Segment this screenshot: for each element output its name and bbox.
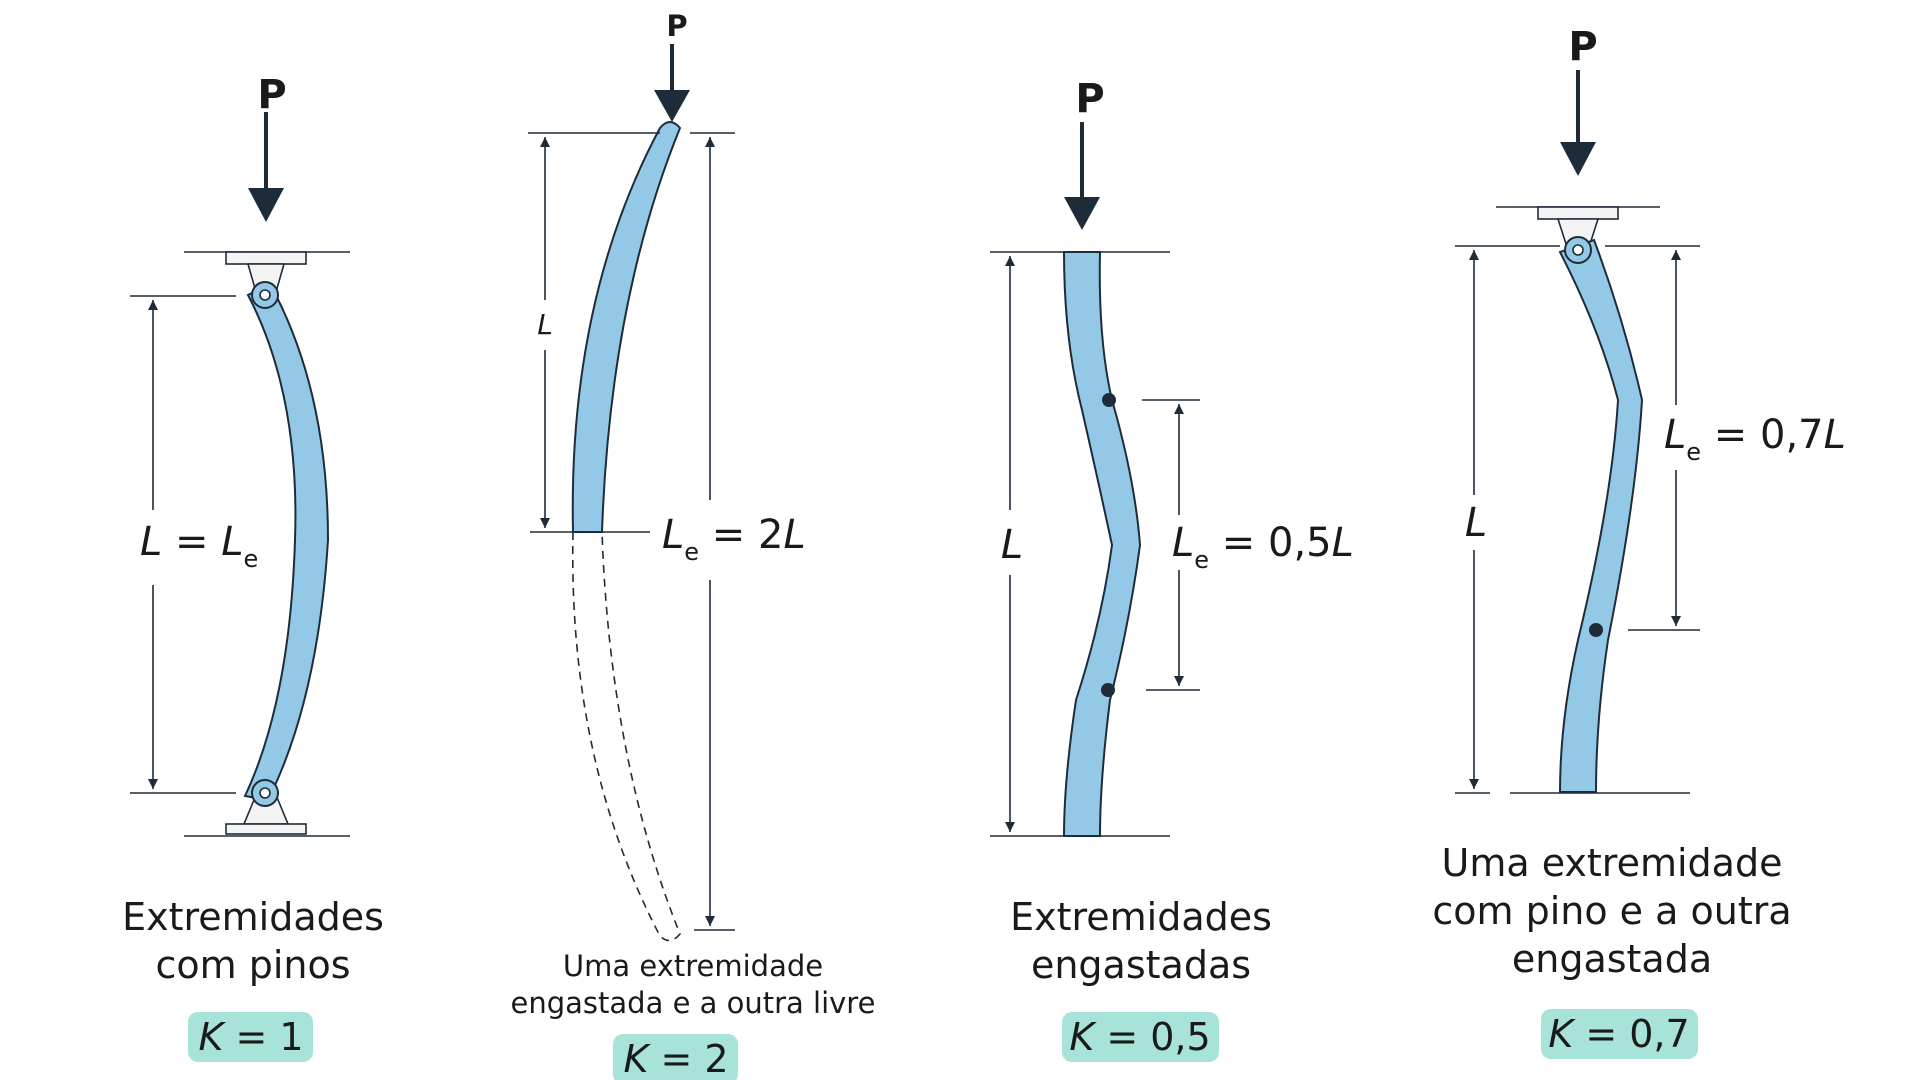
le-label: Le = 2L xyxy=(662,512,806,566)
load-arrow: P xyxy=(1064,76,1105,230)
column-fixed-fixed: P L Le = 0,5L Extremidades engastadas K … xyxy=(990,76,1354,1062)
column-pinned-pinned: P L = Le Extremidades xyxy=(122,72,384,1062)
inflection-point xyxy=(1589,623,1603,637)
column-body xyxy=(1062,251,1142,837)
column-body xyxy=(1558,238,1644,793)
caption-line-1: Extremidades xyxy=(1010,895,1272,939)
column-body xyxy=(571,121,682,533)
load-label: P xyxy=(1568,24,1597,70)
load-label: P xyxy=(257,72,286,118)
length-dimension xyxy=(130,295,236,794)
top-pin-support xyxy=(1496,206,1660,245)
le-label: Le = 0,7L xyxy=(1664,412,1846,466)
column-mirror-dashed xyxy=(571,531,681,942)
l-dimension: L xyxy=(537,137,553,528)
caption-line-1: Uma extremidade xyxy=(1442,841,1783,885)
column-pinned-fixed: P L Le = 0,7L Uma extremidade com pino e xyxy=(1432,24,1846,1059)
caption-line-2: engastadas xyxy=(1031,943,1251,987)
l-dimension: L xyxy=(1001,256,1023,832)
le-label: Le = 0,5L xyxy=(1172,520,1354,574)
top-pin-hole xyxy=(259,289,271,301)
length-label: L = Le xyxy=(140,519,258,573)
le-dimension xyxy=(1142,399,1200,691)
caption-line-2: com pinos xyxy=(155,943,350,987)
inflection-point-top xyxy=(1102,393,1116,407)
load-arrow: P xyxy=(654,9,690,122)
top-pin-hole xyxy=(1572,244,1584,256)
k-badge xyxy=(613,1034,738,1080)
column-fixed-free: P L Le = 2L Uma extremidade engastada e … xyxy=(511,9,876,1080)
k-label: K = 0,7 xyxy=(1548,1012,1689,1056)
load-arrow: P xyxy=(1560,24,1598,176)
caption-line-1: Extremidades xyxy=(122,895,384,939)
bottom-pin-hole xyxy=(259,787,271,799)
caption-line-3: engastada xyxy=(1512,937,1712,981)
load-label: P xyxy=(1075,76,1104,122)
caption-line-2: com pino e a outra xyxy=(1432,889,1791,933)
l-dimension: L xyxy=(1465,250,1487,789)
k-badge xyxy=(1541,1009,1698,1059)
k-badge xyxy=(1062,1012,1219,1062)
caption-line-1: Uma extremidade xyxy=(563,949,823,983)
load-arrow: P xyxy=(248,72,287,222)
l-label: L xyxy=(1001,522,1023,568)
l-label: L xyxy=(537,308,553,341)
caption-line-2: engastada e a outra livre xyxy=(511,986,876,1020)
inflection-point-bottom xyxy=(1101,683,1115,697)
column-body xyxy=(243,282,330,802)
l-label: L xyxy=(1465,500,1487,546)
k-label: K = 1 xyxy=(198,1015,303,1059)
k-label: K = 0,5 xyxy=(1069,1015,1210,1059)
k-badge xyxy=(188,1012,313,1062)
load-label: P xyxy=(666,9,687,43)
k-label: K = 2 xyxy=(623,1037,728,1080)
